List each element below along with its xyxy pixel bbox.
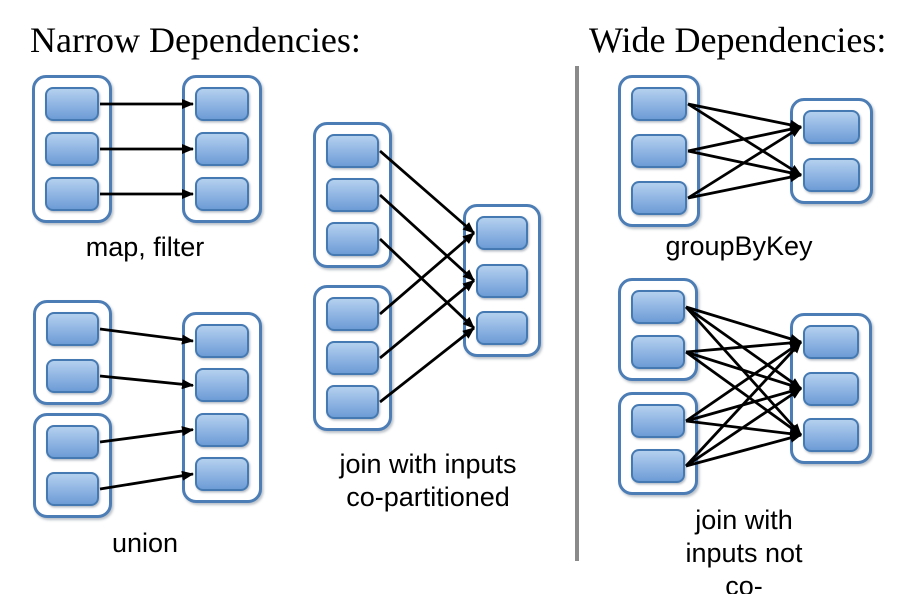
groupByKey-label: groupByKey <box>665 231 813 261</box>
join-co-partitioned-input-2-partition-3 <box>326 385 379 419</box>
join-not-co-partitioned-input-2-rdd <box>618 392 698 495</box>
join-co-partitioned-input-1-partition-2 <box>326 178 379 212</box>
join-co-partitioned-output-partition-3 <box>476 311 528 345</box>
wide-dependencies-heading: Wide Dependencies: <box>589 20 887 60</box>
groupByKey-input-partition-3 <box>631 181 687 215</box>
union-input-1-partition-1 <box>46 312 99 346</box>
groupByKey-output-partition-2 <box>803 158 860 192</box>
join-not-co-partitioned-output-rdd <box>790 313 872 464</box>
union-input-2-partition-1 <box>46 425 99 459</box>
section-divider-line <box>575 66 579 561</box>
join-co-partitioned-output-rdd <box>463 204 541 357</box>
groupByKey-output-partition-1 <box>803 110 860 144</box>
narrow-dependencies-heading: Narrow Dependencies: <box>30 20 361 60</box>
union-input-1-rdd <box>33 300 112 405</box>
map-filter-input-partition-2 <box>45 132 99 166</box>
groupByKey-input-partition-1 <box>631 87 687 121</box>
join-not-co-partitioned-output-partition-1 <box>803 325 859 359</box>
join-not-co-partitioned-output-partition-2 <box>803 371 859 406</box>
map-filter-output-partition-1 <box>195 87 249 121</box>
join-co-partitioned-output-partition-1 <box>476 216 528 250</box>
union-input-2-rdd <box>33 413 112 518</box>
join-co-partitioned-label: join with inputs co-partitioned <box>339 449 517 512</box>
map-filter-input-partition-1 <box>45 87 99 121</box>
join-not-co-partitioned-input-1-rdd <box>618 278 698 381</box>
union-input-1-partition-2 <box>46 359 99 393</box>
union-label: union <box>111 528 179 558</box>
union-output-partition-4 <box>195 457 249 491</box>
join-not-co-partitioned-input-2-partition-1 <box>631 404 685 438</box>
join-not-co-partitioned-output-partition-3 <box>803 418 859 452</box>
join-co-partitioned-input-2-rdd <box>313 285 392 431</box>
join-co-partitioned-output-partition-2 <box>476 263 528 298</box>
map-filter-input-rdd <box>32 75 112 223</box>
map-filter-label: map, filter <box>85 232 205 262</box>
groupByKey-output-rdd <box>790 98 873 204</box>
join-co-partitioned-input-1-partition-3 <box>326 222 379 256</box>
join-not-co-partitioned-input-1-partition-2 <box>631 335 685 369</box>
join-not-co-partitioned-label: join with inputs not co-partitioned <box>685 505 803 594</box>
union-output-partition-3 <box>195 412 249 447</box>
map-filter-input-partition-3 <box>45 177 99 211</box>
join-not-co-partitioned-input-1-partition-1 <box>631 290 685 324</box>
union-output-partition-2 <box>195 368 249 403</box>
join-co-partitioned-input-1-partition-1 <box>326 134 379 168</box>
join-co-partitioned-input-1-rdd <box>313 122 392 268</box>
union-output-rdd <box>182 312 262 503</box>
map-filter-output-partition-2 <box>195 132 249 166</box>
map-filter-output-rdd <box>182 75 262 223</box>
map-filter-output-partition-3 <box>195 177 249 211</box>
join-co-partitioned-input-2-partition-1 <box>326 297 379 331</box>
groupByKey-input-partition-2 <box>631 134 687 168</box>
groupByKey-input-rdd <box>618 75 700 227</box>
join-co-partitioned-input-2-partition-2 <box>326 341 379 375</box>
union-input-2-partition-2 <box>46 472 99 506</box>
union-output-partition-1 <box>195 324 249 358</box>
join-not-co-partitioned-input-2-partition-2 <box>631 449 685 483</box>
